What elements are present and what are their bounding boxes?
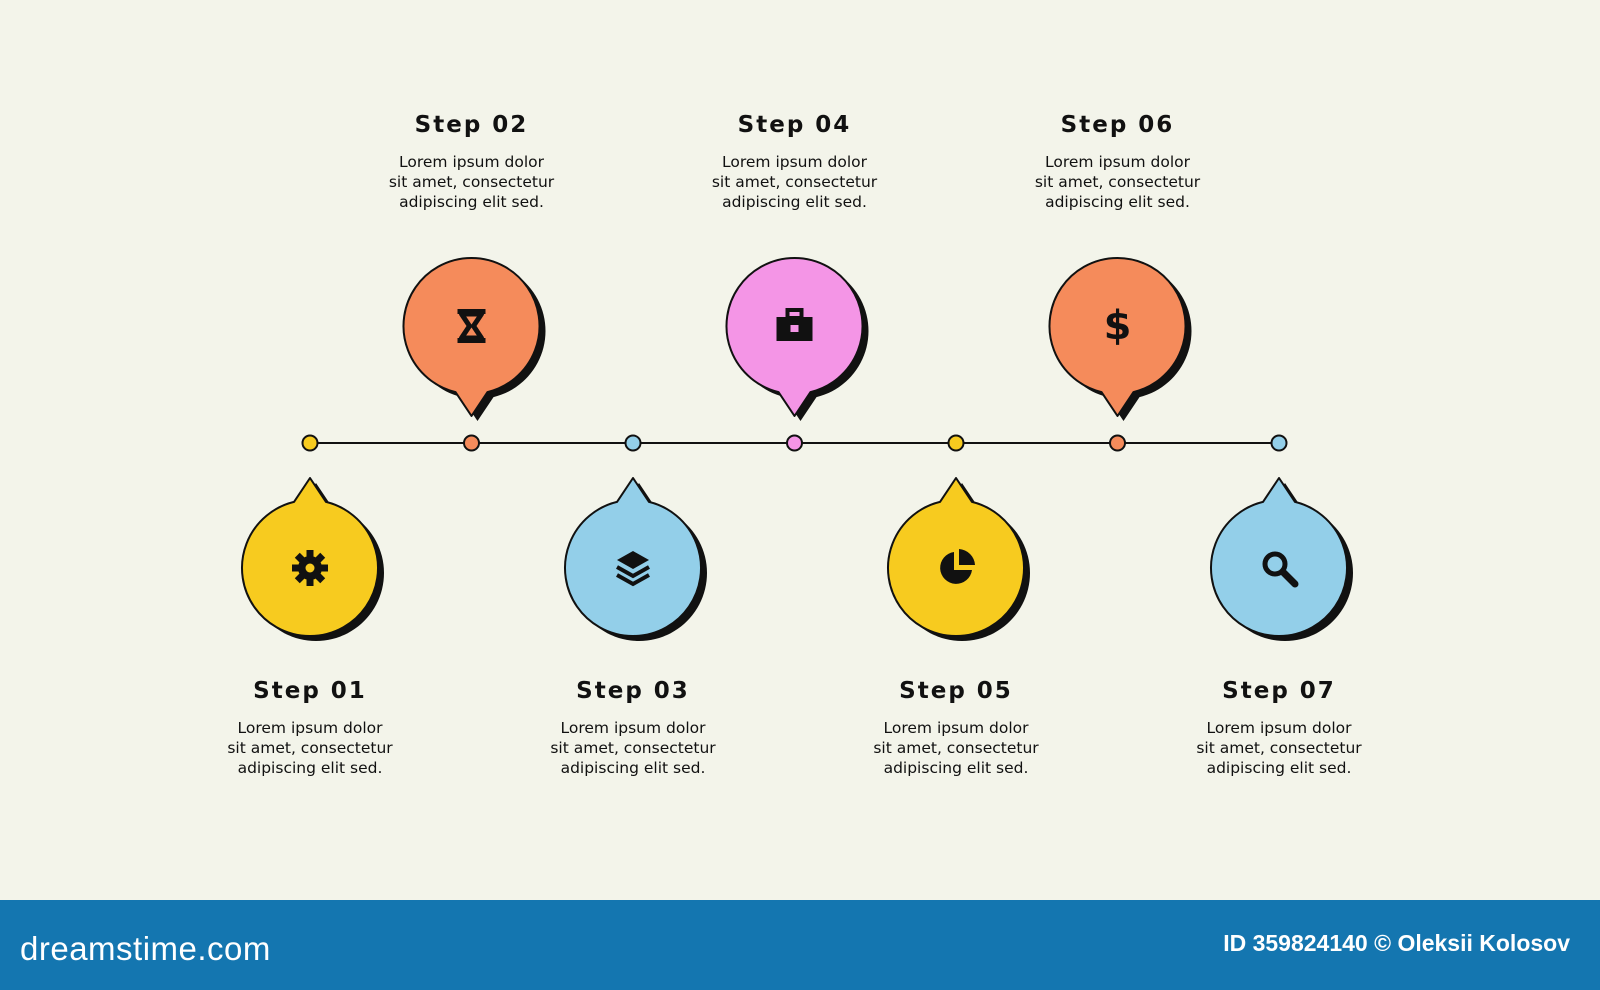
briefcase-icon	[776, 308, 813, 341]
search-icon	[1262, 551, 1299, 588]
step-05-description: Lorem ipsum dolor sit amet, consectetur …	[873, 719, 1039, 777]
hourglass-icon	[457, 309, 486, 343]
pie-chart-icon	[940, 549, 975, 584]
step-05-title: Step 05	[899, 678, 1013, 704]
step-02-description: Lorem ipsum dolor sit amet, consectetur …	[388, 153, 555, 211]
step-07-timeline-dot	[1270, 434, 1288, 452]
step-07-text: Step 07 Lorem ipsum dolor sit amet, conse…	[1169, 678, 1389, 778]
step-02-title: Step 02	[414, 112, 529, 138]
step-06-description: Lorem ipsum dolor sit amet, consectetur …	[1034, 153, 1201, 211]
gear-icon	[292, 550, 328, 586]
image-credit: ID 359824140 © Oleksii Kolosov	[1223, 930, 1570, 956]
brand-logo-text: dreamstime.com	[20, 930, 271, 967]
step-04-timeline-dot	[786, 434, 803, 452]
step-06-title: Step 06	[1060, 112, 1175, 138]
step-04-title: Step 04	[737, 112, 852, 138]
footer-bar: dreamstime.com ID 359824140 © Oleksii Ko…	[0, 900, 1600, 990]
layers-icon	[616, 551, 650, 587]
step-01-description: Lorem ipsum dolor sit amet, consectetur …	[227, 719, 393, 777]
step-01-timeline-dot	[301, 434, 319, 452]
svg-text:$: $	[1104, 303, 1132, 349]
step-01-text: Step 01 Lorem ipsum dolor sit amet, conse…	[200, 678, 420, 778]
step-05-text: Step 05 Lorem ipsum dolor sit amet, conse…	[846, 678, 1066, 778]
step-06-pin	[1048, 257, 1187, 417]
step-03-text: Step 03 Lorem ipsum dolor sit amet, conse…	[523, 678, 743, 778]
step-05-timeline-dot	[947, 434, 965, 452]
step-03-timeline-dot	[624, 434, 642, 452]
timeline-diagram: $	[241, 257, 1353, 642]
step-01-title: Step 01	[253, 678, 367, 704]
step-03-description: Lorem ipsum dolor sit amet, consectetur …	[550, 719, 716, 777]
step-02-timeline-dot	[463, 434, 480, 452]
step-04-text: Step 04 Lorem ipsum dolor sit amet, conse…	[685, 112, 905, 212]
step-07-description: Lorem ipsum dolor sit amet, consectetur …	[1196, 719, 1362, 777]
step-06-text: Step 06 Lorem ipsum dolor sit amet, conse…	[1008, 112, 1228, 212]
timeline-infographic: $ Step 01 Lorem ipsum dolor sit amet, con…	[200, 112, 1389, 778]
dollar-icon: $	[1104, 303, 1132, 349]
step-04-description: Lorem ipsum dolor sit amet, consectetur …	[711, 153, 878, 211]
step-02-text: Step 02 Lorem ipsum dolor sit amet, conse…	[362, 112, 582, 212]
step-06-timeline-dot	[1109, 434, 1126, 452]
step-07-title: Step 07	[1222, 678, 1336, 704]
step-05-pin	[887, 477, 1025, 637]
step-03-title: Step 03	[576, 678, 690, 704]
